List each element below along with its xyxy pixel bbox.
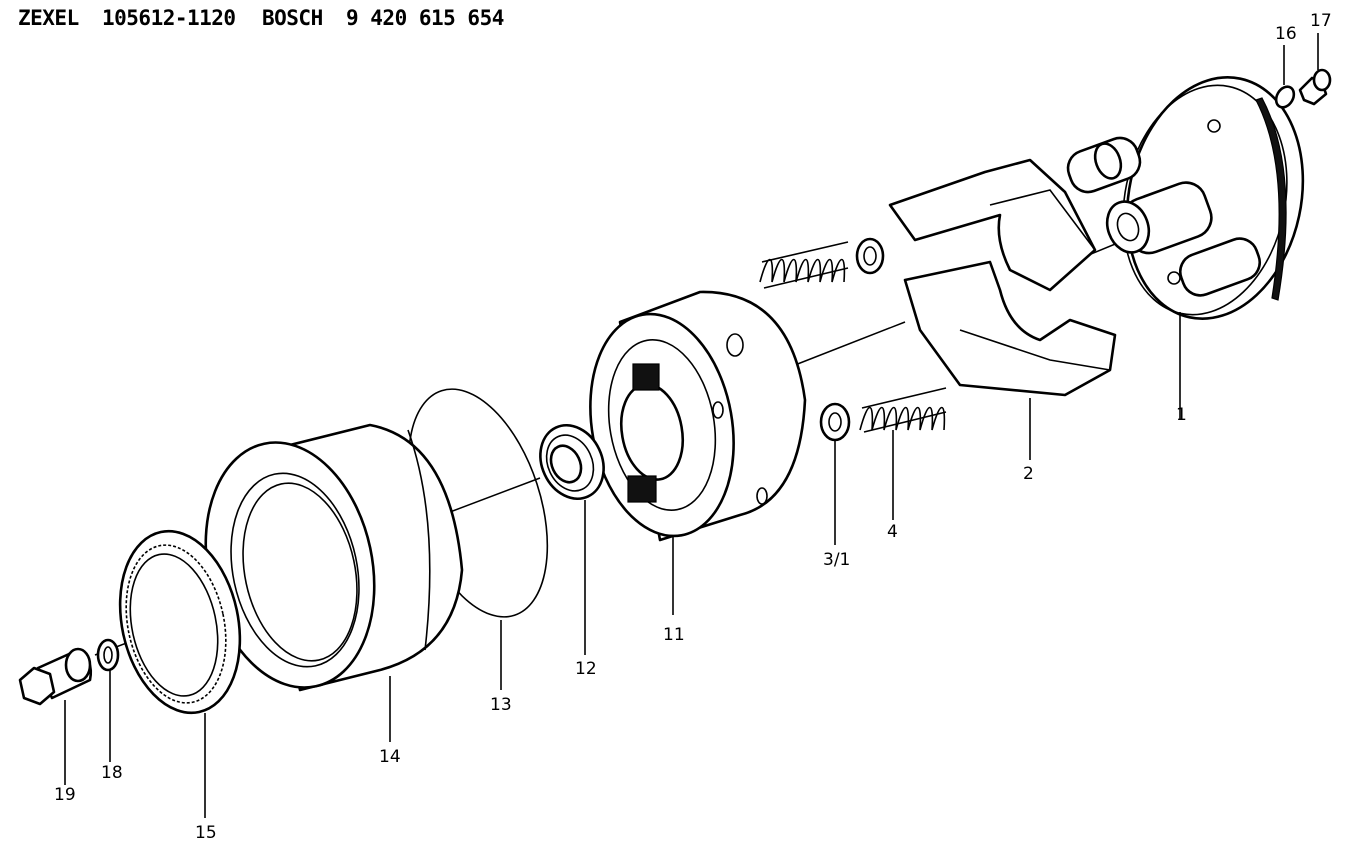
part-1-flange bbox=[1066, 76, 1305, 320]
callout-15: 15 bbox=[195, 823, 217, 843]
part-15-seal-ring bbox=[118, 529, 242, 715]
part-16-washer bbox=[1274, 85, 1296, 109]
callout-13: 13 bbox=[490, 695, 512, 715]
part-19-plug bbox=[18, 647, 93, 706]
zexel-part-number: 105612-1120 bbox=[102, 6, 236, 30]
spring-upper bbox=[759, 241, 849, 289]
part-11-hub bbox=[589, 290, 807, 542]
callout-4: 4 bbox=[887, 522, 898, 542]
brand-label: ZEXEL bbox=[18, 6, 79, 30]
diagram-header: ZEXEL 105612-1120 BOSCH 9 420 615 654 bbox=[18, 6, 504, 34]
part-2-flyweights bbox=[888, 158, 1117, 397]
callout-2: 2 bbox=[1023, 464, 1034, 484]
part-3-1-shim-washer bbox=[819, 402, 851, 442]
maker-label: BOSCH bbox=[262, 6, 323, 30]
part-12-bearing bbox=[539, 424, 605, 500]
part-14-housing-ring bbox=[204, 423, 464, 692]
part-17-screw bbox=[1298, 68, 1332, 106]
callout-14: 14 bbox=[379, 747, 401, 767]
callout-3-1: 3/1 bbox=[823, 550, 850, 570]
washer-upper bbox=[855, 237, 885, 275]
leader-lines bbox=[64, 33, 1319, 818]
callout-18: 18 bbox=[101, 763, 123, 783]
callout-11: 11 bbox=[663, 625, 685, 645]
part-18-washer bbox=[96, 638, 120, 672]
callout-16: 16 bbox=[1275, 24, 1297, 44]
part-4-spring-lower bbox=[859, 387, 947, 433]
callout-12: 12 bbox=[575, 659, 597, 679]
callout-17: 17 bbox=[1310, 11, 1332, 31]
callout-19: 19 bbox=[54, 785, 76, 805]
callout-1: 1 bbox=[1176, 405, 1187, 425]
bosch-part-number: 9 420 615 654 bbox=[346, 6, 504, 30]
